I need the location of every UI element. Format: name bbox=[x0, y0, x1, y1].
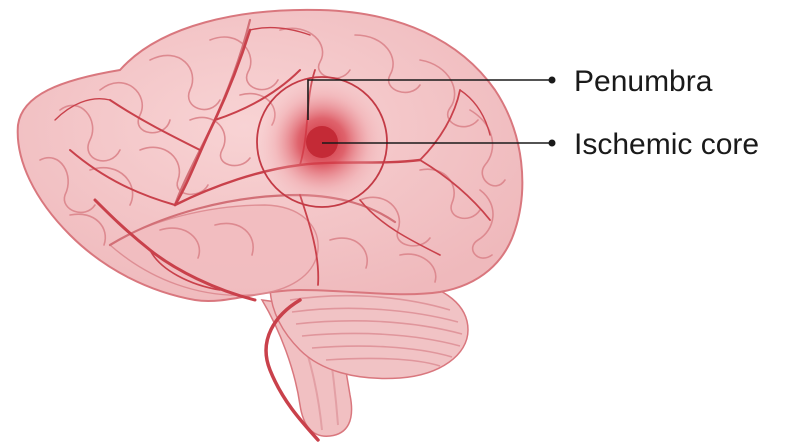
penumbra-leader-line bbox=[307, 79, 552, 120]
cerebellum-folia bbox=[289, 294, 463, 367]
core-leader-dot bbox=[548, 139, 556, 147]
penumbra-ring bbox=[256, 76, 388, 208]
ischemic-core bbox=[306, 126, 338, 158]
temporal-lobe bbox=[108, 204, 319, 297]
gyri bbox=[39, 27, 506, 283]
penumbra-leader-dot bbox=[548, 76, 556, 84]
penumbra-label: Penumbra bbox=[574, 65, 713, 98]
ischemic-core-label: Ischemic core bbox=[574, 128, 759, 161]
